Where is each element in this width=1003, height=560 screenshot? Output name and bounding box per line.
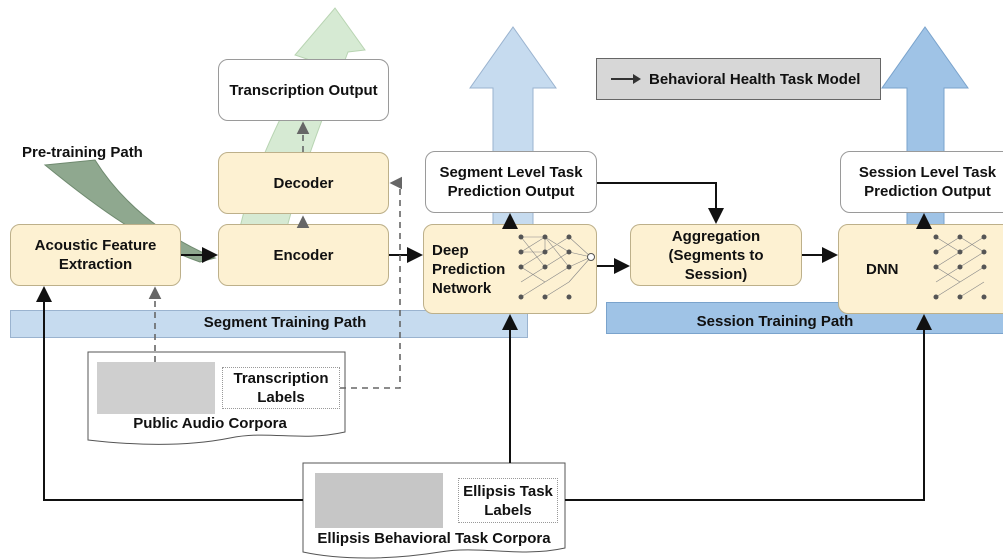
session-output-box: Session Level Task Prediction Output <box>840 151 1003 213</box>
deep-prediction-label: Deep Prediction Network <box>432 241 506 297</box>
transcription-output-label: Transcription Output <box>229 81 378 99</box>
arrow-ellipsis-to-dnn <box>565 314 932 501</box>
neural-network-icon <box>518 234 595 300</box>
pretraining-path-label: Pre-training Path <box>22 144 143 161</box>
ellipsis-corpora-label: Ellipsis Behavioral Task Corpora <box>317 530 551 547</box>
transcription-labels-label: Transcription Labels <box>233 370 329 406</box>
legend-arrow-icon <box>611 74 641 84</box>
acoustic-feature-label: Acoustic Feature Extraction <box>34 237 157 273</box>
legend-label: Behavioral Health Task Model <box>649 70 861 88</box>
aggregation-box: Aggregation (Segments to Session) <box>630 224 802 286</box>
aggregation-label: Aggregation (Segments to Session) <box>668 227 764 283</box>
transcription-labels-box: Transcription Labels <box>222 367 340 409</box>
segment-training-band <box>10 310 528 338</box>
transcription-output-box: Transcription Output <box>218 59 389 121</box>
segment-output-box: Segment Level Task Prediction Output <box>425 151 597 213</box>
arrow-ellipsis-to-acoustic <box>36 286 303 501</box>
session-output-label: Session Level Task Prediction Output <box>858 164 997 200</box>
legend-box: Behavioral Health Task Model <box>596 58 881 100</box>
ellipsis-spectrogram <box>315 473 443 528</box>
neural-network-icon <box>933 234 987 300</box>
dnn-box: DNN <box>838 224 1003 314</box>
arrow-segment-output-to-aggregation <box>597 182 724 224</box>
encoder-label: Encoder <box>273 246 334 264</box>
segment-training-path-label: Segment Training Path <box>203 314 367 331</box>
decoder-box: Decoder <box>218 152 389 214</box>
acoustic-feature-box: Acoustic Feature Extraction <box>10 224 181 286</box>
ellipsis-task-labels-label: Ellipsis Task Labels <box>463 482 553 519</box>
ellipsis-task-labels-box: Ellipsis Task Labels <box>458 478 558 523</box>
dashed-labels-to-decoder <box>340 176 403 389</box>
dnn-label: DNN <box>866 260 899 278</box>
public-spectrogram <box>97 362 215 414</box>
segment-output-label: Segment Level Task Prediction Output <box>439 164 583 200</box>
session-training-path-label: Session Training Path <box>696 313 854 330</box>
public-corpora-label: Public Audio Corpora <box>133 415 287 432</box>
decoder-label: Decoder <box>273 174 334 192</box>
